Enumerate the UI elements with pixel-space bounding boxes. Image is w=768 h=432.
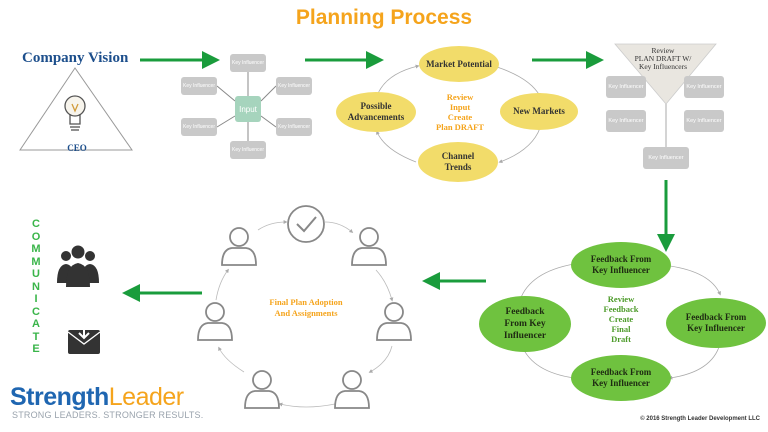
- team-icon: [57, 245, 99, 287]
- person-icon: [244, 370, 280, 409]
- possible-advancements-node: Possible Advancements: [336, 92, 416, 132]
- communicate-label: C O M M U N I C A T E: [31, 218, 41, 355]
- lightbulb-icon: [64, 95, 86, 131]
- key-influencer-box: Key Influencer: [684, 110, 724, 132]
- feedback-node-right: Feedback From Key Influencer: [666, 298, 766, 348]
- person-icon: [334, 370, 370, 409]
- input-box: Input: [235, 96, 261, 122]
- feedback-cycle-center: Review Feedback Create Final Draft: [603, 294, 639, 344]
- input-hub-spokes: [216, 72, 277, 141]
- page-title: Planning Process: [295, 6, 473, 29]
- adoption-cycle-arcs: [215, 220, 394, 408]
- strength-leader-logo: StrengthLeader: [10, 383, 184, 411]
- review-draft-header: Review PLAN DRAFT W/ Key Influencers: [634, 46, 692, 71]
- copyright-notice: © 2016 Strength Leader Development LLC: [640, 416, 760, 422]
- ceo-label: CEO: [67, 143, 87, 153]
- key-influencer-box: Key Influencer: [606, 76, 646, 98]
- key-influencer-box: Key Influencer: [276, 118, 312, 136]
- mail-icon: [67, 322, 101, 354]
- check-circle-icon: [287, 205, 325, 243]
- person-icon: [376, 302, 412, 341]
- person-icon: [221, 227, 257, 266]
- person-icons: [197, 227, 412, 409]
- market-potential-node: Market Potential: [419, 46, 499, 82]
- key-influencer-box: Key Influencer: [181, 118, 217, 136]
- key-influencer-box: Key Influencer: [276, 77, 312, 95]
- channel-trends-node: Channel Trends: [418, 142, 498, 182]
- key-influencer-box: Key Influencer: [684, 76, 724, 98]
- ceo-triangle: [19, 67, 133, 151]
- person-icon: [197, 302, 233, 341]
- new-markets-node: New Markets: [500, 93, 578, 130]
- review-funnel: [614, 43, 717, 105]
- key-influencer-box: Key Influencer: [230, 141, 266, 159]
- key-influencer-box: Key Influencer: [181, 77, 217, 95]
- adoption-center-label: Final Plan Adoption And Assignments: [269, 297, 343, 318]
- key-influencer-box: Key Influencer: [606, 110, 646, 132]
- feedback-node-top: Feedback From Key Influencer: [571, 242, 671, 288]
- feedback-node-left: Feedback From Key Influencer: [479, 296, 571, 352]
- feedback-node-bottom: Feedback From Key Influencer: [571, 355, 671, 401]
- key-influencer-box: Key Influencer: [230, 54, 266, 72]
- logo-tagline: STRONG LEADERS. STRONGER RESULTS.: [12, 410, 204, 420]
- company-vision-label: Company Vision: [22, 50, 129, 66]
- draft-cycle-center: Review Input Create Plan DRAFT: [436, 92, 484, 132]
- person-icon: [351, 227, 387, 266]
- key-influencer-box: Key Influencer: [643, 147, 689, 169]
